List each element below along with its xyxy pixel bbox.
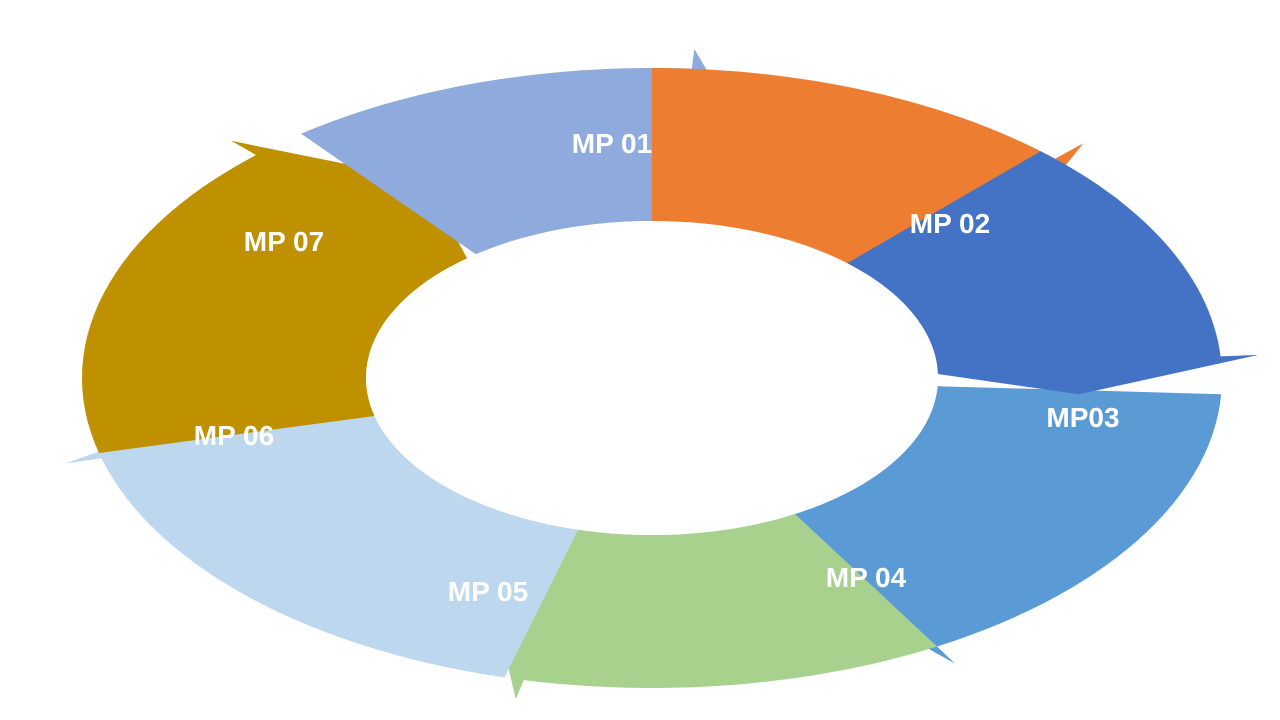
cycle-arrow-5 — [491, 511, 937, 700]
cycle-label-1: MP 01 — [572, 128, 652, 159]
cycle-arrow-4 — [777, 386, 1222, 664]
cycle-label-4: MP 04 — [826, 562, 907, 593]
cycle-arrow-6 — [64, 406, 578, 678]
cycle-label-5: MP 05 — [448, 576, 528, 607]
cycle-label-3: MP03 — [1046, 402, 1119, 433]
cycle-arrow-3 — [847, 151, 1259, 395]
cycle-arrow-1 — [301, 49, 756, 255]
cycle-arrow-7 — [82, 140, 479, 454]
cycle-label-7: MP 07 — [244, 226, 324, 257]
cycle-center-hole — [366, 221, 938, 535]
cycle-label-2: MP 02 — [910, 208, 990, 239]
cycle-label-6: MP 06 — [194, 420, 274, 451]
